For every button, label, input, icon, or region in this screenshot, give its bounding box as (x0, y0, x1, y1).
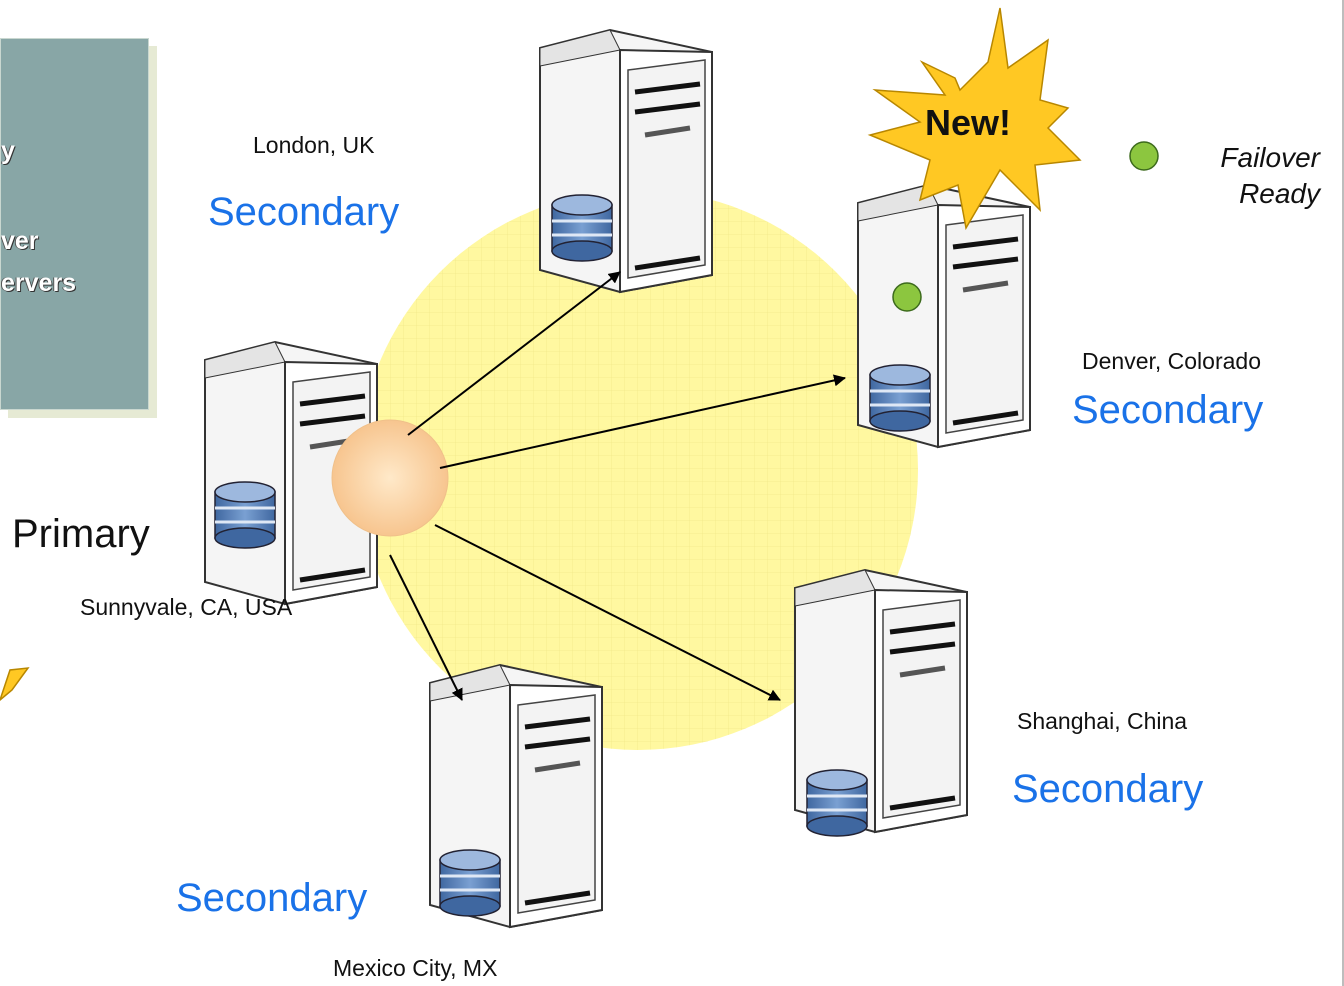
city-denver: Denver, Colorado (1082, 348, 1261, 374)
failover-legend-dot (1129, 141, 1159, 171)
arrow-to-denver (439, 374, 846, 469)
shanghai-disk-icon (805, 768, 869, 838)
failover-legend-label: Failover Ready (1160, 140, 1320, 212)
replication-arrows (389, 271, 846, 701)
side-panel: y ver ervers (0, 38, 149, 410)
london-disk-icon (550, 193, 614, 263)
failover-legend-line-2: Ready (1239, 178, 1320, 209)
city-mexico: Mexico City, MX (333, 955, 498, 981)
replication-zone (358, 190, 918, 750)
arrow-to-shanghai (434, 524, 781, 701)
city-london: London, UK (253, 132, 375, 158)
server-london (540, 30, 712, 292)
server-denver (858, 185, 1030, 447)
failover-ready-indicator (892, 282, 922, 312)
slide-border (1342, 0, 1344, 986)
mexico-disk-icon (438, 848, 502, 918)
city-shanghai: Shanghai, China (1017, 708, 1188, 734)
denver-disk-icon (868, 363, 932, 433)
side-panel-line-2: ver (1, 227, 39, 255)
server-shanghai (795, 570, 967, 838)
role-london: Secondary (208, 190, 400, 234)
role-denver: Secondary (1072, 388, 1264, 432)
primary-disk-icon (213, 480, 277, 550)
role-primary: Primary (12, 512, 150, 556)
city-primary: Sunnyvale, CA, USA (80, 594, 293, 620)
new-badge-text: New! (925, 102, 1012, 143)
side-panel-line-3: ervers (1, 269, 77, 297)
arrow-to-london (407, 271, 621, 436)
partial-starburst-edge (0, 667, 30, 701)
arrow-to-mexico (389, 554, 463, 701)
side-panel-line-1: y (1, 137, 15, 165)
role-mexico: Secondary (176, 876, 368, 920)
server-mexico (430, 665, 602, 927)
failover-legend-line-1: Failover (1220, 142, 1320, 173)
replication-hub (331, 419, 449, 537)
role-shanghai: Secondary (1012, 767, 1204, 811)
new-starburst (867, 7, 1082, 231)
